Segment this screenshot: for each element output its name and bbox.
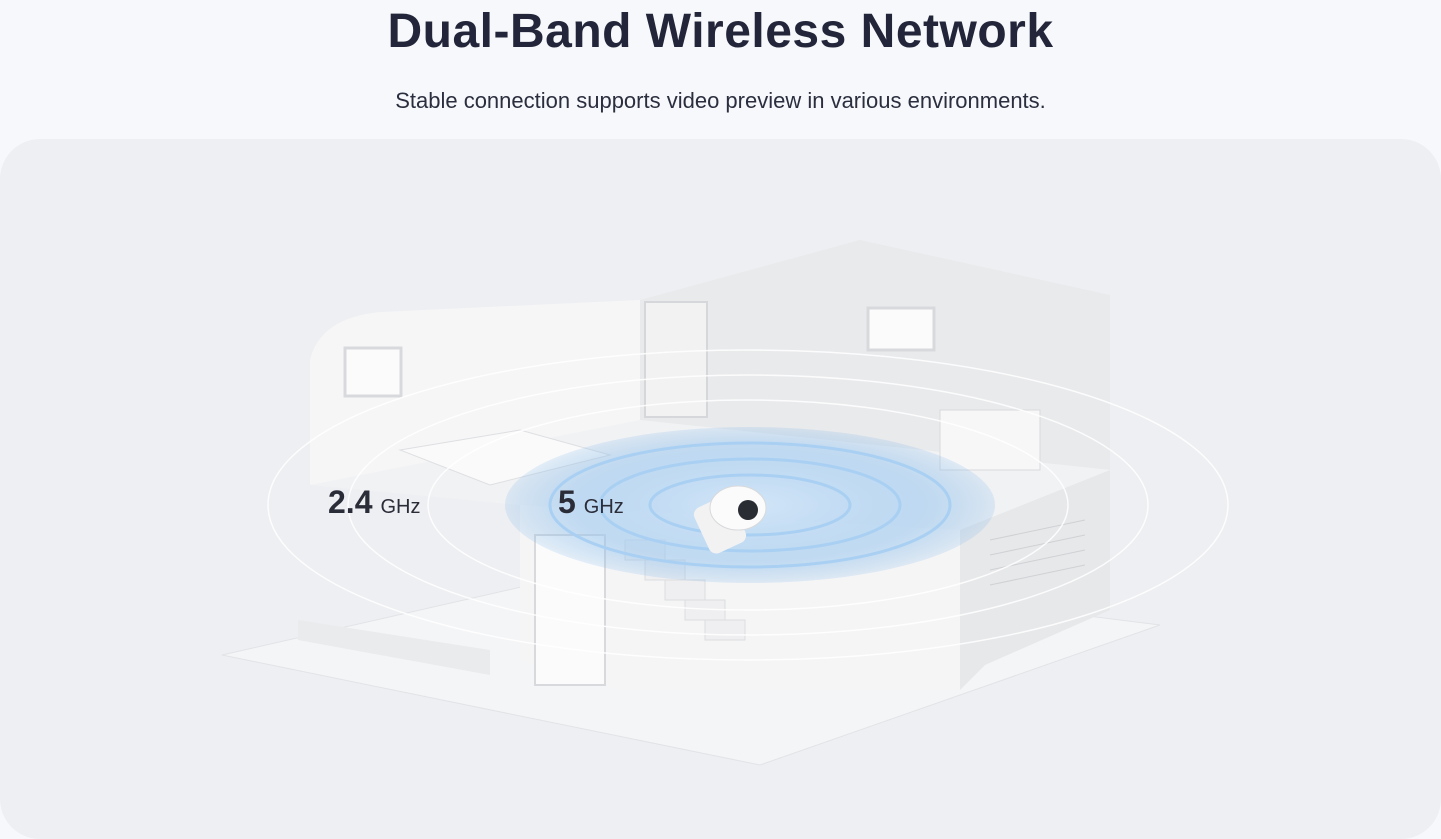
garage bbox=[960, 470, 1110, 690]
band-unit: GHz bbox=[380, 496, 421, 518]
band-value: 2.4 bbox=[328, 484, 373, 520]
band-label-5ghz: 5 GHz bbox=[558, 484, 624, 521]
camera-icon bbox=[693, 485, 767, 554]
house-illustration bbox=[221, 301, 1229, 766]
band-label-2-4ghz: 2.4 GHz bbox=[328, 484, 420, 521]
front-bench bbox=[298, 620, 490, 675]
crib bbox=[939, 409, 1041, 471]
window-left bbox=[343, 346, 403, 398]
signal-2-4ghz-rings bbox=[267, 349, 1229, 661]
bookshelf bbox=[644, 301, 708, 418]
band-value: 5 bbox=[558, 484, 576, 520]
page-subtitle: Stable connection supports video preview… bbox=[395, 88, 1046, 113]
signal-5ghz-rings bbox=[548, 441, 952, 569]
page-title: Dual-Band Wireless Network bbox=[387, 5, 1054, 58]
band-unit: GHz bbox=[583, 496, 624, 518]
window-right bbox=[866, 306, 936, 352]
